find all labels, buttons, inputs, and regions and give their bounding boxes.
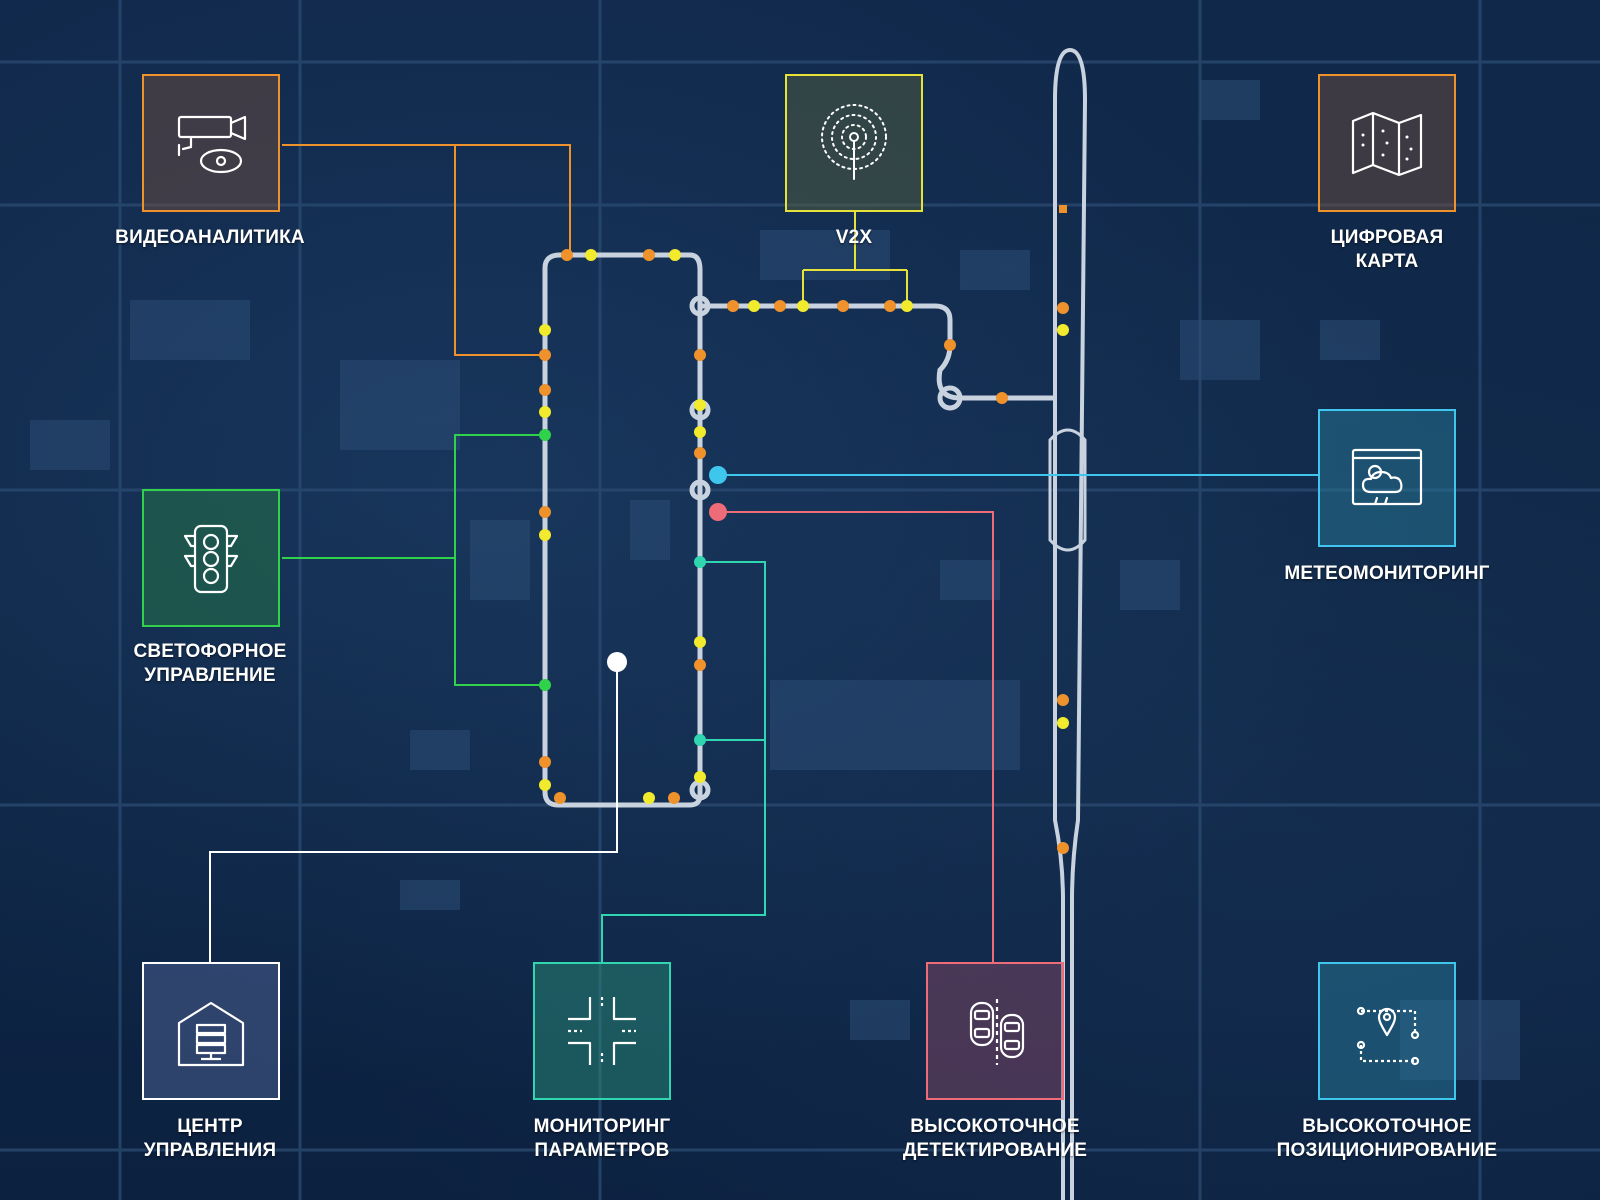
sensor-marker [643,792,655,804]
sensor-marker [694,447,706,459]
sensor-marker [694,771,706,783]
traffic-light-text-1: СВЕТОФОРНОЕ [133,641,287,662]
sensor-marker [539,779,551,791]
hp-positioning-text-2: ПОЗИЦИОНИРОВАНИЕ [1276,1140,1498,1161]
sensor-marker [884,300,896,312]
video-analytics-tile[interactable] [142,74,280,212]
sensor-marker [694,349,706,361]
hp-detection-label: ВЫСОКОТОЧНОЕ ДЕТЕКТИРОВАНИЕ [875,1115,1115,1163]
two-cars-icon [969,999,1025,1065]
sensor-marker [694,636,706,648]
video-connector [282,144,571,356]
v2x-label: V2X [785,226,923,250]
v2x-text: V2X [835,227,873,248]
route-pin-icon [1356,1006,1420,1066]
connectors [209,144,1320,962]
sensor-marker [539,349,551,361]
hp-positioning-label: ВЫСОКОТОЧНОЕ ПОЗИЦИОНИРОВАНИЕ [1250,1115,1524,1163]
weather-cloud-icon [1351,448,1423,506]
hp-detection-tile[interactable] [926,962,1064,1100]
sensor-marker [539,506,551,518]
hp-detection-text-2: ДЕТЕКТИРОВАНИЕ [902,1140,1088,1161]
sensor-marker [797,300,809,312]
sensor-marker [774,300,786,312]
digital-map-text-1: ЦИФРОВАЯ [1330,227,1444,248]
traffic-light-marker [539,429,551,441]
sensor-marker [643,249,655,261]
param-monitoring-label: МОНИТОРИНГ ПАРАМЕТРОВ [480,1115,724,1163]
detection-marker [709,503,727,521]
sensor-marker [901,300,913,312]
sensor-marker [585,249,597,261]
detection-connector [718,511,994,962]
sensor-marker [694,426,706,438]
param-monitoring-text-2: ПАРАМЕТРОВ [534,1140,670,1161]
antenna-signal-icon [821,104,887,180]
sensor-marker [668,792,680,804]
sensor-marker [748,300,760,312]
control-center-text-2: УПРАВЛЕНИЯ [143,1140,277,1161]
v2x-connector [802,212,908,306]
camera-eye-icon [177,115,247,174]
sensor-marker [837,300,849,312]
control-center-label: ЦЕНТР УПРАВЛЕНИЯ [90,1115,330,1163]
digital-map-text-2: КАРТА [1355,251,1419,272]
highway-marker [1059,205,1067,213]
meteo-station-marker [709,466,727,484]
sensor-marker [539,406,551,418]
video-analytics-text: ВИДЕОАНАЛИТИКА [115,227,305,248]
param-marker [694,734,706,746]
intersection-icon [568,997,636,1065]
param-monitoring-text-1: МОНИТОРИНГ [533,1116,671,1137]
sensor-marker [1057,694,1069,706]
video-analytics-label: ВИДЕОАНАЛИТИКА [90,226,330,250]
sensor-marker [539,756,551,768]
meteo-monitoring-tile[interactable] [1318,409,1456,547]
sensor-marker [944,339,956,351]
sensor-marker [1057,324,1069,336]
folded-map-icon [1351,111,1423,177]
sensor-marker [554,792,566,804]
control-center-marker [607,652,627,672]
sensor-marker [539,384,551,396]
meteo-monitoring-text: МЕТЕОМОНИТОРИНГ [1284,563,1490,584]
hp-detection-text-1: ВЫСОКОТОЧНОЕ [910,1116,1080,1137]
sensor-marker [669,249,681,261]
traffic-light-text-2: УПРАВЛЕНИЕ [144,665,276,686]
control-connector [209,662,618,962]
sensor-marker [1057,302,1069,314]
hp-positioning-tile[interactable] [1318,962,1456,1100]
sensor-marker [727,300,739,312]
sensor-marker [694,659,706,671]
param-connector [601,561,766,962]
traffic-connector [282,434,545,686]
route-markers [539,205,1069,854]
server-house-icon [177,1001,245,1067]
sensor-marker [539,529,551,541]
traffic-light-tile[interactable] [142,489,280,627]
digital-map-tile[interactable] [1318,74,1456,212]
traffic-light-icon [183,524,239,594]
traffic-light-label: СВЕТОФОРНОЕ УПРАВЛЕНИЕ [90,640,330,688]
sensor-marker [1057,842,1069,854]
meteo-monitoring-label: МЕТЕОМОНИТОРИНГ [1250,562,1524,586]
param-marker [694,556,706,568]
building-blocks [30,80,1520,1080]
v2x-tile[interactable] [785,74,923,212]
digital-map-label: ЦИФРОВАЯ КАРТА [1270,226,1504,274]
param-monitoring-tile[interactable] [533,962,671,1100]
hp-positioning-text-1: ВЫСОКОТОЧНОЕ [1302,1116,1472,1137]
sensor-marker [539,324,551,336]
sensor-marker [1057,717,1069,729]
sensor-marker [996,392,1008,404]
sensor-marker [694,399,706,411]
control-center-tile[interactable] [142,962,280,1100]
traffic-light-marker [539,679,551,691]
sensor-marker [561,249,573,261]
control-center-text-1: ЦЕНТР [177,1116,243,1137]
